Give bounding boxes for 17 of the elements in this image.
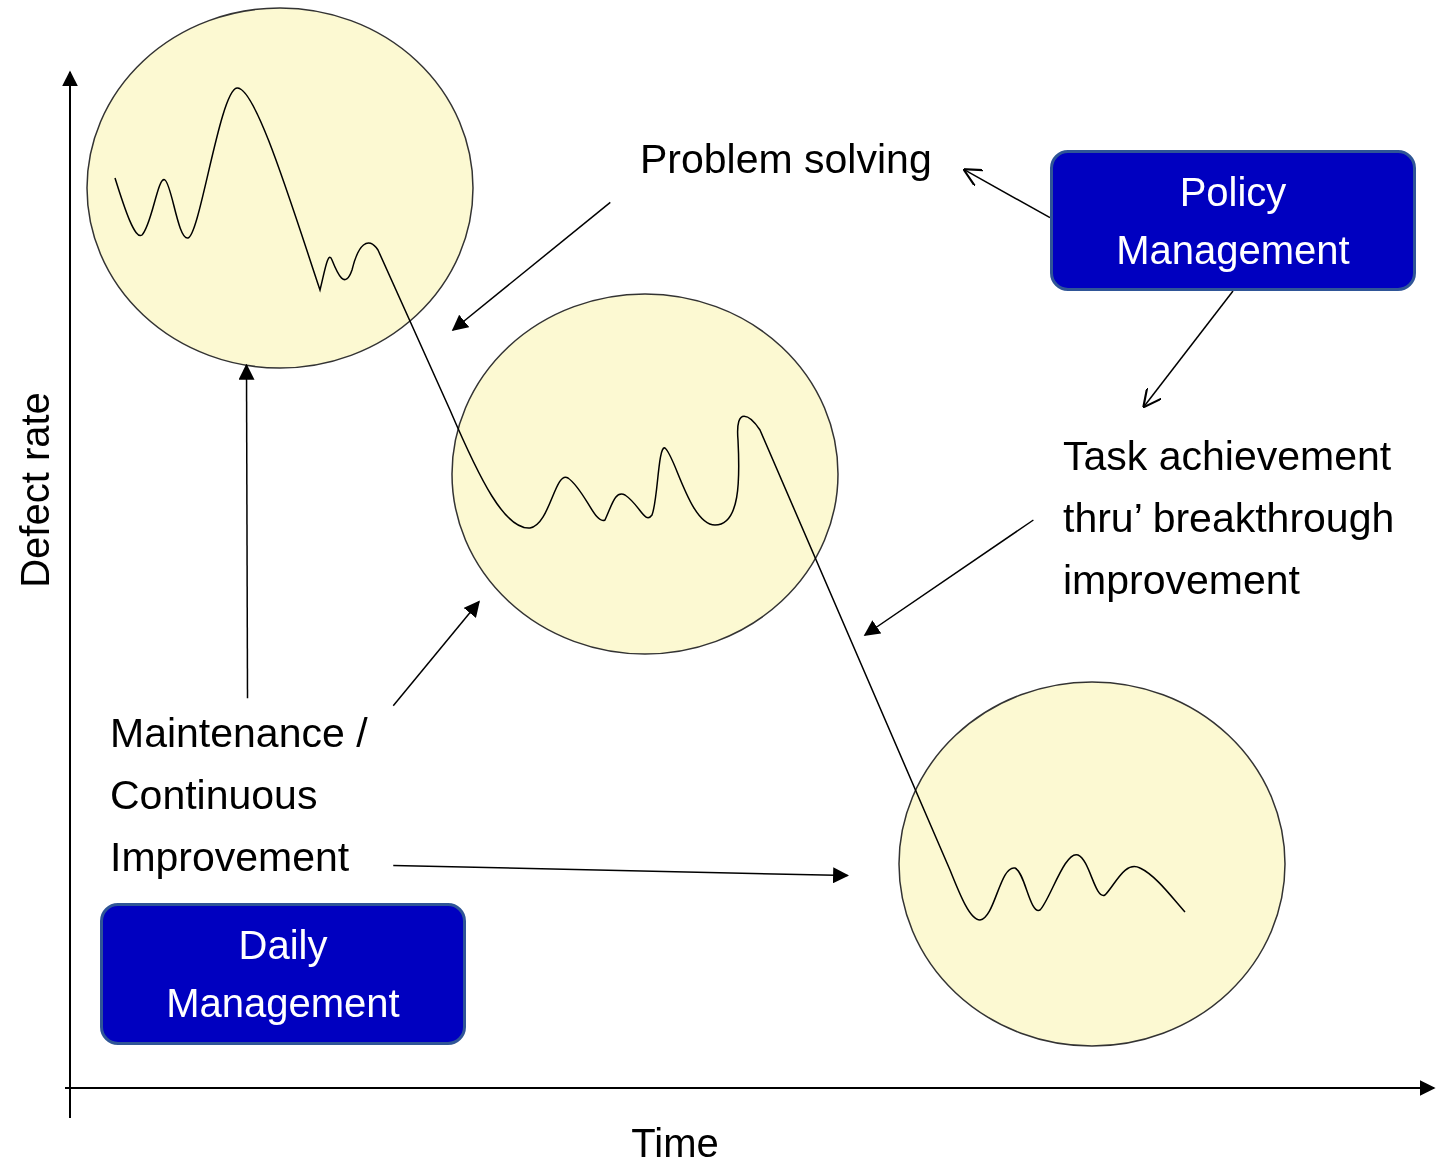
arrow	[392, 600, 480, 707]
arrow	[962, 168, 1051, 219]
annotation-text: Problem solving	[640, 128, 970, 190]
management-box: Daily Management	[100, 903, 466, 1045]
circle-node	[450, 292, 840, 656]
circle-node	[897, 680, 1287, 1048]
arrow	[451, 201, 612, 331]
arrow	[238, 363, 255, 699]
annotation-text: Task achievement thru’ breakthrough improvement	[1063, 425, 1433, 615]
arrow	[863, 519, 1035, 636]
arrow	[392, 864, 850, 884]
arrow	[1142, 290, 1234, 409]
axis-title: Defect rate	[12, 391, 58, 590]
management-box: Policy Management	[1050, 150, 1416, 291]
annotation-text: Maintenance / Continuous Improvement	[110, 702, 385, 892]
axis-title: Time	[630, 1120, 720, 1167]
circle-node	[85, 6, 475, 370]
